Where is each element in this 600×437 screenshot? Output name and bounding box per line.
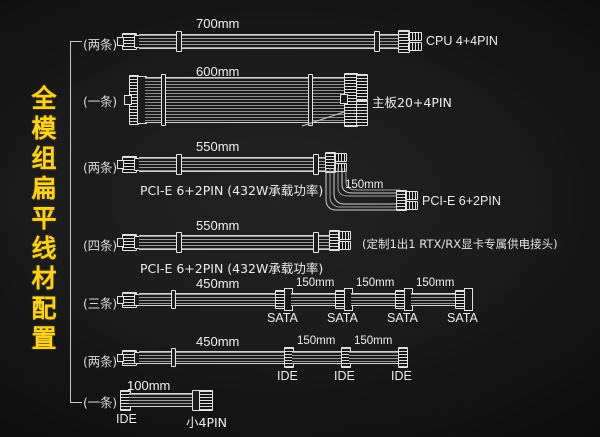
cable-clip-icon: [374, 31, 380, 52]
ide-label: IDE: [116, 412, 137, 426]
cable-clip-icon: [308, 74, 313, 126]
cable-clip-icon: [313, 232, 319, 253]
row-count-label-5: (三条): [83, 296, 117, 311]
pcie-connector-icon: [329, 230, 340, 251]
motherboard-connector-tab-icon: [340, 94, 348, 104]
row-length-label-3: 550mm: [196, 139, 240, 154]
row-under-label-4: PCI-E 6+2PIN (432W承载功率): [140, 261, 324, 276]
row-end-connector-label-1: CPU 4+4PIN: [426, 34, 498, 48]
title-char: 组: [31, 144, 57, 173]
title-char: 置: [31, 324, 57, 353]
pcie-branch-connector-icon: [396, 190, 407, 211]
ribbon-cable: [139, 157, 325, 172]
title-char: 扁: [31, 174, 57, 203]
ribbon-cable: [139, 351, 284, 364]
ribbon-cable-segment: [349, 351, 398, 364]
pcie-branch-6pin-icon: [405, 191, 418, 200]
segment-length-label: 150mm: [416, 277, 455, 289]
cable-tail-icon: [301, 111, 345, 127]
psu-connector-tab-icon: [124, 95, 132, 105]
segment-length-label: 150mm: [354, 335, 393, 347]
ribbon-cable-segment: [351, 293, 395, 306]
ribbon-cable: [129, 393, 192, 407]
psu-connector-tab-icon: [117, 296, 124, 304]
segment-length-label: 150mm: [297, 335, 336, 347]
ide-label: IDE: [277, 369, 298, 383]
small-4pin-label: 小4PIN: [186, 415, 228, 430]
ribbon-cable-segment: [292, 351, 341, 364]
title-char: 全: [31, 84, 57, 113]
cpu-connector-half-icon: [408, 42, 422, 51]
cable-clip-icon: [171, 290, 176, 309]
row-branch-connector-label-3: PCI-E 6+2PIN: [422, 194, 501, 208]
row-branch-length-label-3: 150mm: [345, 179, 384, 191]
title-char: 配: [31, 294, 57, 323]
sata-connector-body-icon: [464, 288, 473, 311]
sata-label: SATA: [327, 311, 358, 325]
sata-label: SATA: [447, 311, 478, 325]
row-length-label-7: 100mm: [127, 378, 171, 393]
row-count-label-3: (两条): [83, 160, 117, 175]
row-count-label-4: (四条): [83, 238, 117, 253]
row-count-label-7: (一条): [83, 395, 117, 410]
row-note-label-4: (定制1出1 RTX/RX显卡专属供电接头): [362, 237, 558, 251]
cable-clip-icon: [161, 74, 166, 126]
cable-clip-icon: [176, 31, 182, 52]
pcie-branch-2pin-icon: [405, 201, 418, 210]
row-count-label-2: (一条): [83, 94, 117, 109]
cable-clip-icon: [176, 154, 182, 175]
cable-clip-icon: [171, 348, 176, 367]
title-char: 线: [31, 234, 57, 263]
row-end-connector-label-2: 主板20+4PIN: [372, 95, 452, 110]
row-length-label-2: 600mm: [196, 64, 240, 79]
group-bracket: [70, 41, 82, 403]
psu-connector-icon: [122, 350, 137, 366]
row-under-label-3: PCI-E 6+2PIN (432W承载功率): [140, 183, 324, 198]
ide-label: IDE: [391, 369, 412, 383]
segment-length-label: 150mm: [356, 277, 395, 289]
cable-clip-icon: [176, 232, 182, 253]
branch-wires-icon: [325, 167, 400, 211]
psu-connector-tab-icon: [117, 238, 124, 247]
title-char: 平: [31, 204, 57, 233]
cpu-connector-icon: [398, 30, 410, 53]
small-4pin-connector-icon: [199, 390, 213, 411]
motherboard-connector-lower-icon: [356, 100, 368, 126]
row-length-label-4: 550mm: [196, 218, 240, 233]
ribbon-cable: [139, 34, 398, 49]
ribbon-cable-segment: [291, 293, 335, 306]
psu-connector-tab-icon: [117, 160, 124, 169]
sata-label: SATA: [387, 311, 418, 325]
ide-label: IDE: [334, 369, 355, 383]
pcie-connector-6pin-icon: [334, 153, 347, 162]
psu-connector-tab-icon: [117, 354, 124, 362]
cpu-connector-half-icon: [408, 32, 422, 41]
psu-connector-tab-icon: [117, 37, 124, 46]
pcie-connector-6pin-icon: [338, 231, 351, 240]
ribbon-cable: [139, 293, 275, 306]
row-length-label-5: 450mm: [196, 276, 240, 291]
title-char: 材: [31, 264, 57, 293]
page-title: 全 模 组 扁 平 线 材 配 置: [24, 84, 64, 354]
motherboard-connector-icon: [344, 73, 358, 127]
cable-clip-icon: [313, 154, 319, 175]
pcie-connector-2pin-icon: [338, 241, 351, 250]
ide-connector-icon: [398, 347, 408, 368]
motherboard-connector-upper-icon: [356, 74, 368, 100]
sata-label: SATA: [267, 311, 298, 325]
title-char: 模: [31, 114, 57, 143]
row-length-label-1: 700mm: [196, 16, 240, 31]
row-count-label-6: (两条): [83, 354, 117, 369]
segment-length-label: 150mm: [296, 277, 335, 289]
row-length-label-6: 450mm: [196, 334, 240, 349]
ribbon-cable-segment: [411, 293, 455, 306]
row-count-label-1: (两条): [83, 37, 117, 52]
ribbon-cable: [139, 235, 329, 250]
pcie-connector-2pin-icon: [334, 163, 347, 172]
